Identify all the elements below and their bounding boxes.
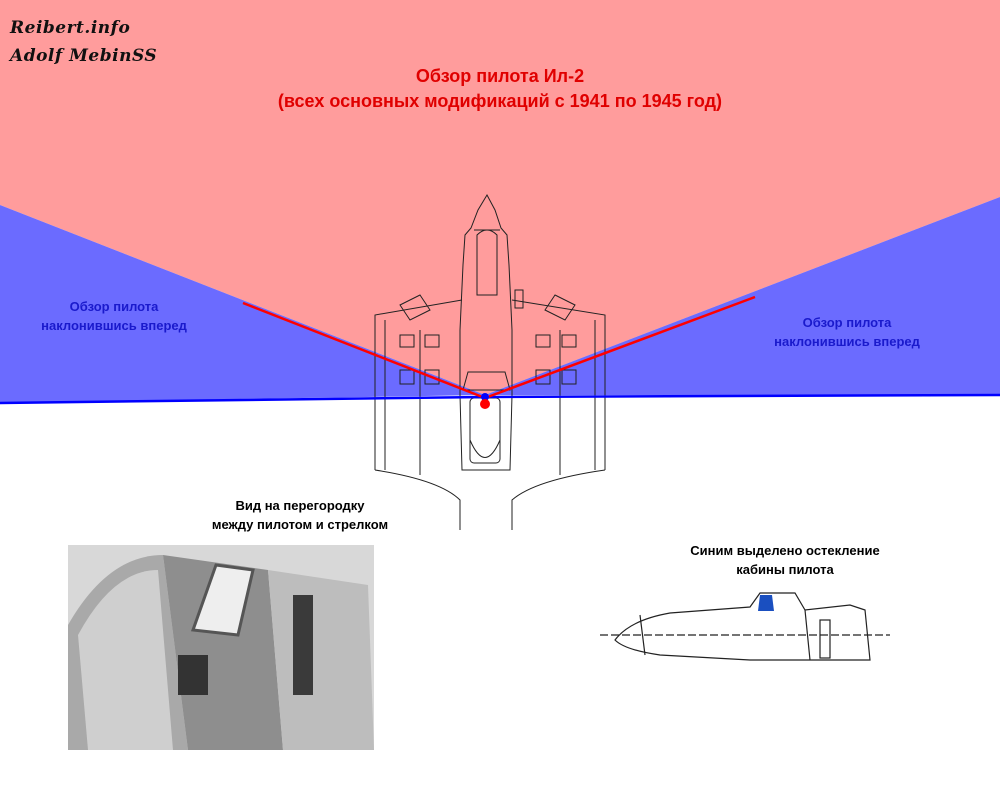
horizon-line-left [0, 395, 486, 405]
cockpit-partition-photo [68, 545, 374, 750]
horizon-line-right [484, 393, 1000, 399]
photo-caption: Вид на перегородку между пилотом и стрел… [170, 496, 430, 534]
aircraft-side-view [600, 592, 890, 661]
right-lean-view-zone [485, 197, 1000, 395]
sideview-caption-line-2: кабины пилота [736, 562, 834, 577]
watermark-line-2: Adolf MebinSS [10, 46, 158, 66]
left-label-line-1: Обзор пилота [69, 299, 159, 314]
title-line-1: Обзор пилота Ил-2 [415, 66, 585, 86]
title-line-2: (всех основных модификаций с 1941 по 194… [277, 91, 723, 111]
sideview-caption: Синим выделено остекление кабины пилота [640, 541, 930, 579]
photo-caption-line-2: между пилотом и стрелком [211, 517, 389, 532]
photo-caption-line-1: Вид на перегородку [235, 498, 365, 513]
right-label-line-2: наклонившись вперед [774, 334, 920, 349]
view-boundary-left [242, 301, 486, 400]
pilot-canopy-glazing [758, 595, 774, 611]
pilot-eye-point-lean [481, 393, 489, 401]
right-label-line-1: Обзор пилота [802, 315, 892, 330]
page-title: Обзор пилота Ил-2 (всех основных модифик… [200, 64, 800, 114]
left-view-label: Обзор пилота наклонившись вперед [4, 297, 224, 335]
left-lean-view-zone [0, 205, 485, 403]
watermark-line-1: Reibert.info [10, 18, 131, 38]
left-label-line-2: наклонившись вперед [41, 318, 187, 333]
view-boundary-right [484, 295, 756, 400]
pilot-eye-point [480, 399, 490, 409]
sideview-caption-line-1: Синим выделено остекление [690, 543, 880, 558]
right-view-label: Обзор пилота наклонившись вперед [737, 313, 957, 351]
forward-view-zone [0, 0, 1000, 395]
